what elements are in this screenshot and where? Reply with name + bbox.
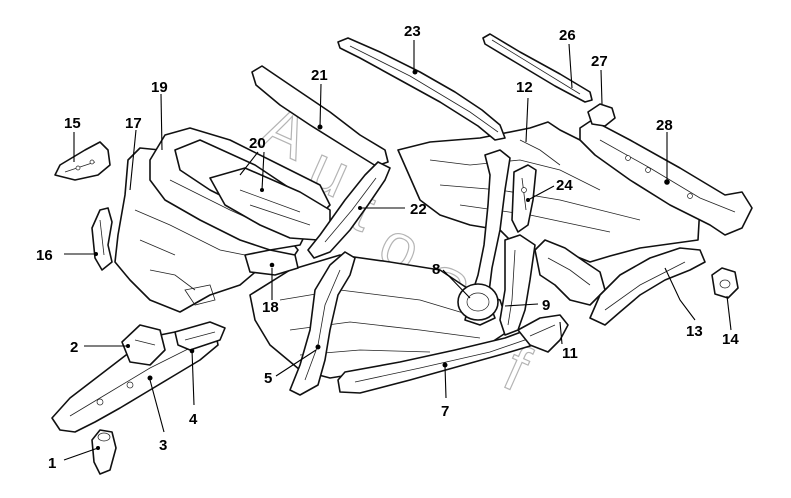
front-crash-box [91, 429, 117, 475]
rail-reinforcement [174, 321, 226, 354]
rear-end-bracket [711, 267, 739, 299]
callout-12: 12 [516, 79, 533, 96]
callout-22: 22 [410, 201, 427, 218]
callout-11: 11 [562, 345, 578, 362]
callout-18: 18 [262, 299, 279, 316]
rear-roof-bracket [587, 103, 616, 127]
callout-26: 26 [559, 27, 576, 44]
roof-side-rail [337, 37, 506, 141]
callout-17: 17 [125, 115, 142, 132]
callout-16: 16 [36, 247, 53, 264]
callout-24: 24 [556, 177, 573, 194]
front-side-member [51, 329, 219, 433]
callout-9: 9 [542, 297, 550, 314]
callout-13: 13 [686, 323, 703, 340]
rear-cross-member [579, 119, 753, 236]
callout-23: 23 [404, 23, 421, 40]
cowl-lower-panel [244, 249, 299, 276]
front-rail-bracket [121, 324, 166, 366]
callout-7: 7 [441, 403, 449, 420]
callout-20: 20 [249, 135, 266, 152]
callout-5: 5 [264, 370, 272, 387]
callout-28: 28 [656, 117, 673, 134]
callout-leaders [63, 40, 732, 461]
a-pillar [307, 161, 391, 259]
pillar-reinforcement [511, 164, 537, 233]
callout-21: 21 [311, 67, 328, 84]
center-pillar [457, 149, 511, 326]
sill-rear-bracket [517, 314, 569, 353]
callout-14: 14 [722, 331, 739, 348]
rear-roof-rail [482, 33, 593, 103]
callout-3: 3 [159, 437, 167, 454]
rear-side-member [589, 247, 706, 326]
hood-hinge-bracket [54, 141, 111, 181]
apron-bracket [91, 207, 113, 271]
callout-2: 2 [70, 339, 78, 356]
callout-1: 1 [48, 455, 56, 472]
sill-inner-panel [499, 234, 536, 336]
callout-4: 4 [189, 411, 198, 428]
callout-27: 27 [591, 53, 608, 70]
callout-8: 8 [432, 261, 440, 278]
callout-15: 15 [64, 115, 81, 132]
callout-labels: 1 2 3 4 5 7 8 9 11 12 13 14 15 16 17 18 … [36, 23, 739, 472]
callout-19: 19 [151, 79, 168, 96]
front-pillar-lower [289, 251, 356, 396]
